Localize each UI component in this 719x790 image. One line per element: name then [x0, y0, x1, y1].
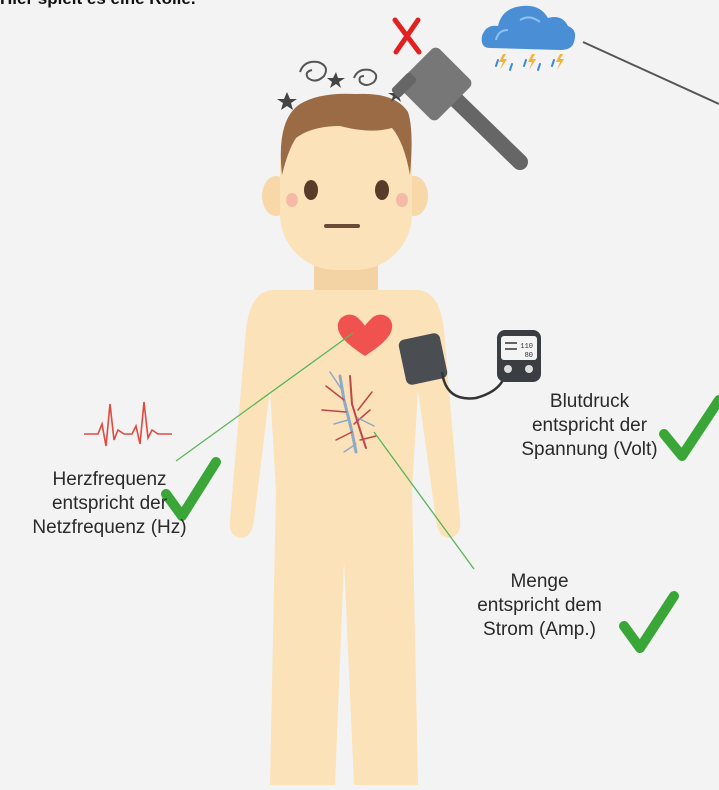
amount-label: Menge entspricht dem Strom (Amp.) — [462, 570, 617, 642]
right-eye — [375, 180, 389, 200]
swirl-icon — [300, 62, 326, 81]
swirl-icon — [354, 70, 376, 85]
blood-pressure-label-line: Blutdruck — [512, 390, 667, 414]
red-x-icon — [395, 20, 419, 52]
heart-rate-label: Herzfrequenz entspricht der Netzfrequenz… — [32, 468, 187, 540]
amount-label-line: Strom (Amp.) — [462, 618, 617, 642]
bp-diastolic-value: 80 — [525, 352, 533, 360]
blood-pressure-label: Blutdruck entspricht der Spannung (Volt) — [512, 390, 667, 462]
cloud-cable — [583, 42, 719, 104]
left-eye — [304, 180, 318, 200]
green-check-icon — [624, 596, 674, 648]
blood-pressure-monitor-icon: 110 80 — [497, 330, 541, 382]
right-cheek — [396, 193, 408, 207]
star-icon — [327, 72, 345, 88]
thunderstorm-cloud-icon — [482, 6, 575, 70]
blood-pressure-label-line: entspricht der — [512, 414, 667, 438]
amount-label-line: entspricht dem — [462, 594, 617, 618]
ecg-wave-icon — [84, 402, 172, 446]
person-figure — [230, 94, 461, 785]
amount-label-line: Menge — [462, 570, 617, 594]
heart-rate-label-line: Netzfrequenz (Hz) — [32, 516, 187, 540]
blood-pressure-label-line: Spannung (Volt) — [512, 438, 667, 462]
star-icon — [277, 92, 297, 110]
left-cheek — [286, 193, 298, 207]
bp-systolic-value: 110 — [520, 343, 533, 351]
top-caption: Hier spielt es eine Rolle. — [0, 0, 196, 9]
green-check-icon — [664, 400, 719, 456]
heart-rate-label-line: Herzfrequenz — [32, 468, 187, 492]
mouth — [324, 224, 360, 228]
heart-rate-label-line: entspricht der — [32, 492, 187, 516]
